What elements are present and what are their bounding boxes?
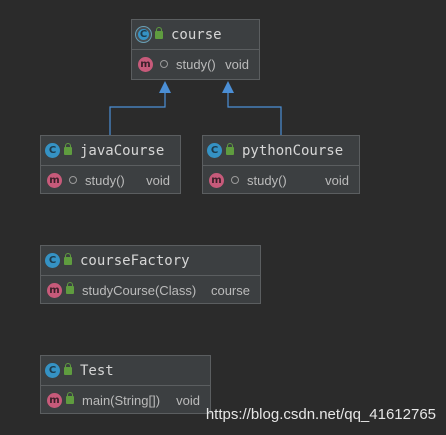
method-name: study() bbox=[85, 172, 125, 188]
method-return-type: void bbox=[225, 56, 249, 72]
class-python-course[interactable]: C pythonCourse m study() void bbox=[202, 135, 360, 194]
class-icon: C bbox=[45, 253, 60, 268]
class-course-factory[interactable]: C courseFactory m studyCourse(Class) cou… bbox=[40, 245, 261, 304]
method-row[interactable]: m study() void bbox=[203, 166, 359, 194]
watermark: https://blog.csdn.net/qq_41612765 bbox=[205, 406, 436, 423]
class-java-course-header: C javaCourse bbox=[41, 136, 180, 166]
class-course[interactable]: C course m study() void bbox=[131, 19, 260, 80]
method-return-type: void bbox=[325, 172, 349, 188]
package-visibility-icon bbox=[160, 60, 168, 68]
class-icon: C bbox=[207, 143, 222, 158]
method-icon: m bbox=[47, 282, 62, 298]
lock-icon bbox=[66, 282, 74, 294]
class-test[interactable]: C Test m main(String[]) void bbox=[40, 355, 211, 414]
method-return-type: void bbox=[176, 392, 200, 408]
method-icon: m bbox=[138, 56, 153, 72]
class-name: pythonCourse bbox=[242, 142, 344, 159]
method-name: study() bbox=[247, 172, 287, 188]
method-return-type: course bbox=[210, 282, 250, 298]
class-java-course[interactable]: C javaCourse m study() void bbox=[40, 135, 181, 194]
package-visibility-icon bbox=[231, 176, 239, 184]
method-name: studyCourse(Class) bbox=[82, 282, 197, 298]
lock-icon bbox=[64, 362, 72, 375]
class-icon: C bbox=[45, 363, 60, 378]
python-inherits-arrowhead bbox=[222, 81, 234, 93]
class-python-course-header: C pythonCourse bbox=[203, 136, 359, 166]
method-row[interactable]: m study() void bbox=[132, 50, 259, 78]
class-test-header: C Test bbox=[41, 356, 210, 386]
lock-icon bbox=[64, 252, 72, 265]
method-name: main(String[]) bbox=[82, 392, 161, 408]
method-row[interactable]: m main(String[]) void bbox=[41, 386, 210, 414]
class-icon: C bbox=[45, 143, 60, 158]
java-inherits-line bbox=[109, 91, 166, 135]
abstract-class-icon: C bbox=[136, 27, 151, 42]
method-return-type: void bbox=[146, 172, 170, 188]
method-row[interactable]: m study() void bbox=[41, 166, 180, 194]
class-name: course bbox=[171, 26, 222, 43]
lock-icon bbox=[155, 26, 163, 39]
method-icon: m bbox=[47, 172, 62, 188]
lock-icon bbox=[66, 392, 74, 404]
method-name: study() bbox=[176, 56, 216, 72]
class-name: courseFactory bbox=[80, 252, 190, 269]
lock-icon bbox=[64, 142, 72, 155]
method-icon: m bbox=[47, 392, 62, 408]
method-icon: m bbox=[209, 172, 224, 188]
class-name: javaCourse bbox=[80, 142, 165, 159]
class-course-factory-header: C courseFactory bbox=[41, 246, 260, 276]
python-inherits-line bbox=[227, 91, 282, 135]
method-row[interactable]: m studyCourse(Class) course bbox=[41, 276, 260, 304]
package-visibility-icon bbox=[69, 176, 77, 184]
lock-icon bbox=[226, 142, 234, 155]
java-inherits-arrowhead bbox=[159, 81, 171, 93]
class-course-header: C course bbox=[132, 20, 259, 50]
class-name: Test bbox=[80, 362, 114, 379]
